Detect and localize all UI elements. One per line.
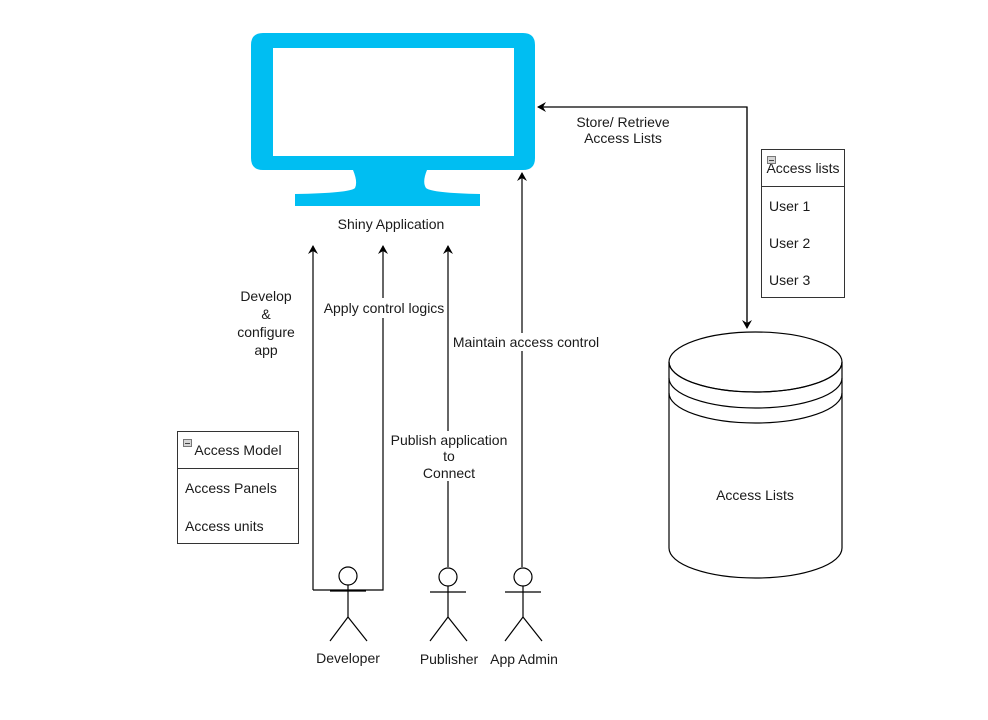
edge-label-publish-1: Publish application (391, 432, 508, 448)
edge-label-publish-3: Connect (423, 465, 475, 481)
edge-label-store-line2: Access Lists (584, 130, 662, 146)
edge-label-develop-2: & (261, 306, 271, 322)
list-item[interactable]: User 1 (769, 197, 811, 214)
minus-icon[interactable] (183, 439, 192, 447)
edge-label-develop-1: Develop (240, 288, 292, 304)
access-model-title: Access Model (194, 442, 282, 458)
actor-publisher[interactable] (429, 567, 468, 642)
edge-label-develop-3: configure (237, 324, 295, 340)
actor-label-developer: Developer (316, 650, 380, 666)
access-model-header[interactable]: Access Model (178, 432, 298, 469)
access-lists-header[interactable]: Access lists (762, 150, 844, 187)
actor-label-app-admin: App Admin (490, 651, 558, 667)
access-lists-box[interactable]: Access lists User 1 User 2 User 3 (761, 149, 845, 298)
monitor-icon[interactable] (251, 33, 535, 206)
monitor-stand (295, 170, 480, 206)
database-label: Access Lists (716, 487, 794, 503)
edge-developer[interactable] (308, 245, 388, 591)
actor-developer[interactable] (329, 566, 368, 642)
actor-app-admin[interactable] (504, 567, 543, 642)
list-item[interactable]: User 2 (769, 234, 811, 251)
edge-label-store-line1: Store/ Retrieve (576, 114, 670, 130)
list-item[interactable]: User 3 (769, 271, 811, 288)
edge-label-apply-control: Apply control logics (324, 300, 445, 316)
edge-label-maintain: Maintain access control (453, 334, 599, 350)
list-item[interactable]: Access units (185, 517, 264, 534)
access-lists-title: Access lists (766, 160, 840, 176)
edge-store-retrieve[interactable] (537, 102, 752, 329)
actor-label-publisher: Publisher (420, 651, 479, 667)
edge-label-develop-4: app (254, 342, 278, 358)
list-item[interactable]: Access Panels (185, 480, 277, 496)
access-model-box[interactable]: Access Model Access Panels Access units (177, 431, 299, 544)
monitor-frame (251, 33, 535, 170)
monitor-label: Shiny Application (338, 216, 445, 232)
database-cylinder-icon[interactable] (668, 331, 843, 579)
edge-label-publish-2: to (443, 448, 455, 464)
minus-icon[interactable] (767, 156, 776, 164)
